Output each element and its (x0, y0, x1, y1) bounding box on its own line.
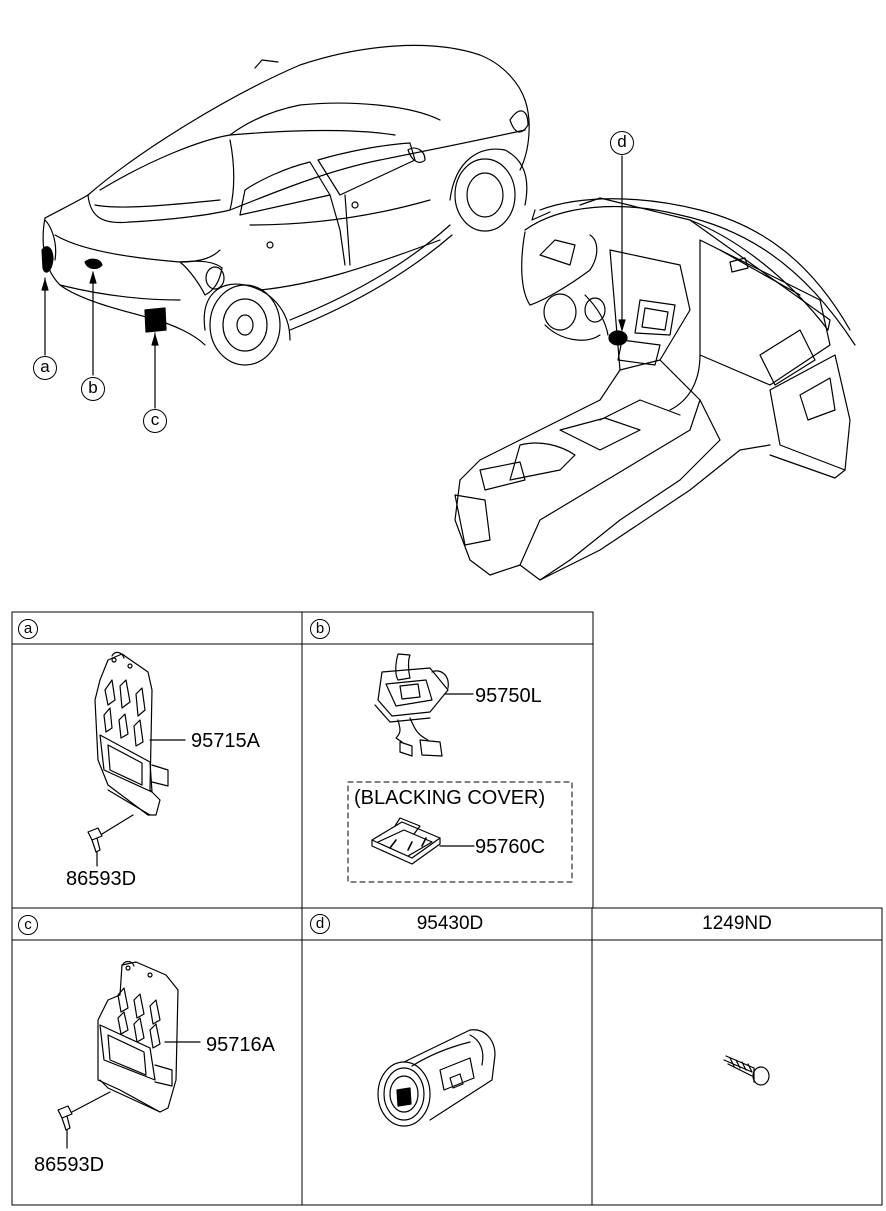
section-a-tag: a (18, 619, 38, 639)
blacking-cover-box (347, 781, 573, 883)
part-number-95715A: 95715A (191, 730, 260, 752)
parts-table-grid (11, 611, 883, 1206)
section-c-tag: c (18, 915, 38, 935)
blacking-cover-title: (BLACKING COVER) (354, 787, 546, 809)
screw-1249ND-drawing (723, 1055, 770, 1086)
callout-a: a (33, 356, 57, 380)
sensor-95715A-drawing (87, 651, 186, 867)
callout-leaders (41, 155, 626, 409)
section-b-tag: b (310, 619, 330, 639)
callout-b: b (81, 377, 105, 401)
car-illustration (41, 44, 530, 366)
cover-95760C-drawing (371, 817, 475, 865)
sensor-95716A-drawing (57, 960, 201, 1149)
camera-95750L-drawing (374, 653, 474, 757)
dashboard-illustration (454, 197, 856, 581)
part-number-95716A: 95716A (206, 1034, 275, 1056)
part-number-95750L: 95750L (475, 685, 542, 707)
callout-d: d (610, 131, 634, 155)
bolt-number-a: 86593D (66, 868, 137, 890)
part-number-95430D: 95430D (416, 913, 484, 934)
callout-c: c (143, 409, 167, 433)
bolt-number-c: 86593D (34, 1154, 105, 1176)
part-number-1249ND: 1249ND (702, 913, 772, 934)
start-button-95430D-drawing (377, 1029, 496, 1127)
section-d-tag: d (310, 914, 330, 934)
part-number-95760C: 95760C (475, 836, 546, 858)
